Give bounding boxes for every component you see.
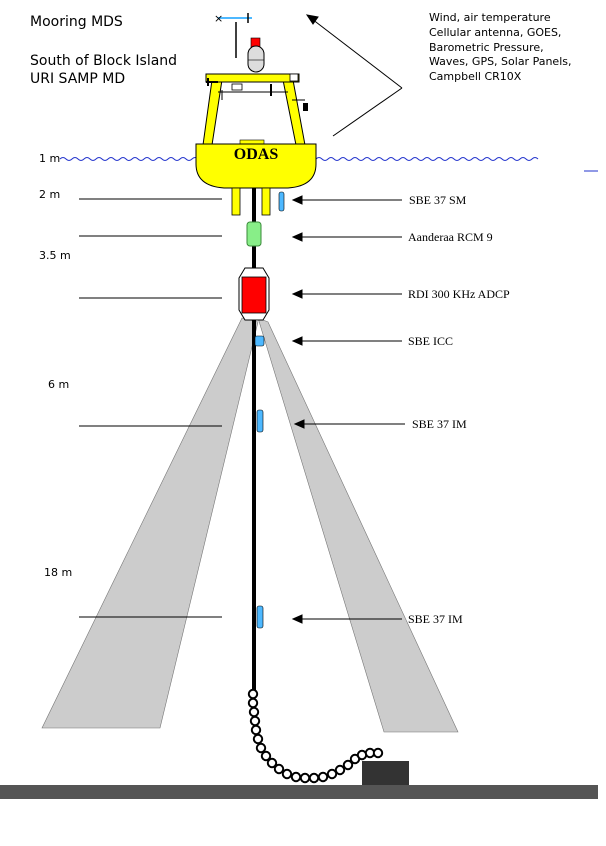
adcp-body (241, 276, 267, 314)
rcm9-sensor (246, 221, 262, 247)
adcp-beam-right (257, 317, 459, 733)
chain-link (326, 768, 338, 780)
arrow-head (293, 419, 305, 429)
svg-text:×: × (214, 12, 223, 25)
sbe37-im-sensor-6m (256, 409, 264, 433)
arrow-head (291, 336, 303, 346)
arrow-head (291, 232, 303, 242)
chain-link (273, 763, 285, 775)
depth-label-18m: 18 m (44, 566, 72, 579)
instrument-label-rcm9: Aanderaa RCM 9 (408, 230, 493, 244)
chain-link (281, 768, 293, 780)
chain-link (290, 771, 302, 783)
title-line-3: URI SAMP MD (30, 71, 125, 87)
depth-label-1m: 1 m (39, 152, 60, 165)
instrument-label-sbe-icc: SBE ICC (408, 334, 453, 348)
surface-sensor-line-5: Campbell CR10X (429, 70, 522, 83)
adcp-beam-left (41, 317, 259, 729)
chain-link (247, 697, 259, 709)
chain-link (317, 771, 329, 783)
chain-link (248, 706, 260, 718)
sbe37-sm-sensor (278, 191, 285, 212)
depth-label-2m: 2 m (39, 188, 60, 201)
sbe37-im-sensor-18m (256, 605, 264, 629)
depth-label-3-5m: 3.5 m (39, 249, 71, 262)
buoy-tower: × (202, 12, 308, 146)
seafloor (0, 785, 598, 799)
arrow-surface-upper (311, 18, 403, 89)
surface-sensor-line-4: Waves, GPS, Solar Panels, (429, 55, 571, 68)
buoy-hull (195, 139, 317, 216)
chain-link (249, 715, 261, 727)
chain-link (255, 742, 267, 754)
arrow-head (291, 195, 303, 205)
chain-link (372, 747, 384, 759)
chain-link (266, 757, 278, 769)
chain-link (252, 733, 264, 745)
anchor-block (362, 761, 409, 785)
depth-label-6m: 6 m (48, 378, 69, 391)
water-surface (59, 157, 539, 161)
title-line-2: South of Block Island (30, 53, 177, 69)
surface-sensor-line-2: Cellular antenna, GOES, (429, 26, 561, 39)
chain-link (247, 688, 259, 700)
chain-link (334, 764, 346, 776)
title-line-1: Mooring MDS (30, 14, 123, 30)
instrument-label-adcp: RDI 300 KHz ADCP (408, 287, 510, 301)
chain-link (342, 759, 354, 771)
chain-link (308, 772, 320, 784)
sbe-icc-sensor (254, 335, 265, 347)
surface-sensor-line-1: Wind, air temperature (429, 11, 551, 24)
arrow-head (291, 289, 303, 299)
arrow-head (305, 14, 319, 25)
arrow-head (291, 614, 303, 624)
anchor-chain (247, 688, 384, 784)
instrument-label-sbe37-im-6m: SBE 37 IM (412, 417, 467, 431)
surface-sensor-line-3: Barometric Pressure, (429, 41, 544, 54)
chain-link (260, 750, 272, 762)
arrow-surface-lower (332, 87, 403, 137)
instrument-label-sbe37-sm: SBE 37 SM (409, 193, 467, 207)
buoy-label: ODAS (234, 146, 279, 163)
chain-link (250, 724, 262, 736)
chain-link (299, 772, 311, 784)
instrument-label-sbe37-im-18m: SBE 37 IM (408, 612, 463, 626)
